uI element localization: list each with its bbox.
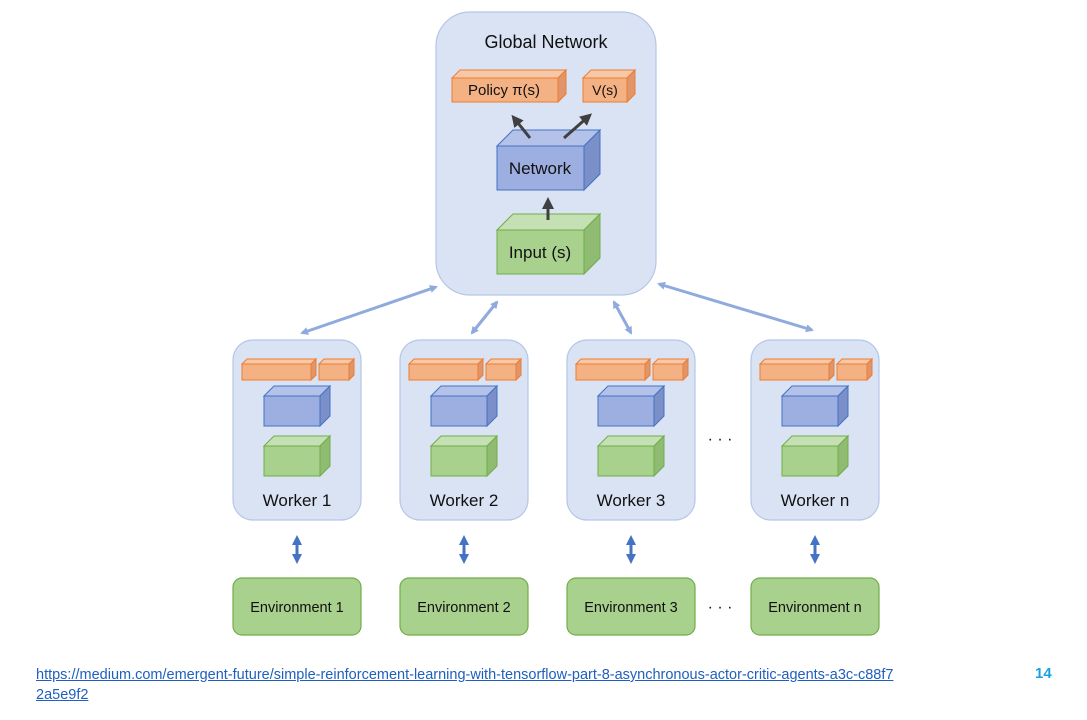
worker-panel: Worker n [750, 339, 880, 521]
environment-label: Environment n [768, 600, 862, 616]
value-label: V(s) [592, 82, 618, 98]
worker-input-box [262, 434, 332, 478]
worker-label: Worker n [781, 491, 850, 510]
environment-box: Environment 1 [232, 577, 362, 636]
policy-label: Policy π(s) [468, 82, 540, 99]
worker-network-box [780, 384, 850, 428]
worker-label: Worker 3 [597, 491, 666, 510]
environment-label: Environment 3 [584, 600, 678, 616]
source-link[interactable]: https://medium.com/emergent-future/simpl… [36, 667, 894, 703]
value-box: V(s) [581, 68, 637, 104]
environments-ellipsis: · · · [708, 599, 733, 616]
worker-panel: Worker 2 [399, 339, 529, 521]
worker-input-box [429, 434, 499, 478]
worker-input-box [780, 434, 850, 478]
worker-policy-box [407, 357, 485, 382]
policy-box: Policy π(s) [450, 68, 568, 104]
worker-label: Worker 1 [263, 491, 332, 510]
sync-arrow-worker-3 [612, 300, 633, 335]
worker-panel: Worker 3 [566, 339, 696, 521]
network-to-policy-arrow [511, 114, 532, 139]
environment-box: Environment 3 [566, 577, 696, 636]
worker-network-box [596, 384, 666, 428]
sync-arrow-worker-1 [300, 285, 438, 335]
input-label: Input (s) [509, 243, 571, 262]
worker-value-box [317, 357, 356, 382]
environment-box: Environment n [750, 577, 880, 636]
input-box: Input (s) [495, 212, 602, 276]
worker-value-box [835, 357, 874, 382]
environment-box: Environment 2 [399, 577, 529, 636]
worker-policy-box [240, 357, 318, 382]
environment-label: Environment 1 [250, 600, 344, 616]
worker-label: Worker 2 [430, 491, 499, 510]
page-number: 14 [1035, 665, 1052, 682]
worker-value-box [651, 357, 690, 382]
network-box: Network [495, 128, 602, 192]
workers-ellipsis: · · · [708, 431, 733, 448]
worker-value-box [484, 357, 523, 382]
worker-network-box [262, 384, 332, 428]
worker-panel: Worker 1 [232, 339, 362, 521]
network-label: Network [509, 159, 572, 178]
global-network-panel: Global Network Policy π(s) V(s) Network [435, 11, 657, 296]
global-network-title: Global Network [484, 32, 608, 52]
worker-policy-box [758, 357, 836, 382]
sync-arrow-worker-2 [470, 300, 499, 335]
network-to-value-arrow [563, 113, 593, 140]
sync-arrow-worker-n [657, 281, 814, 333]
worker-input-box [596, 434, 666, 478]
environment-label: Environment 2 [417, 600, 511, 616]
worker-policy-box [574, 357, 652, 382]
worker-network-box [429, 384, 499, 428]
sync-arrows [300, 281, 814, 335]
